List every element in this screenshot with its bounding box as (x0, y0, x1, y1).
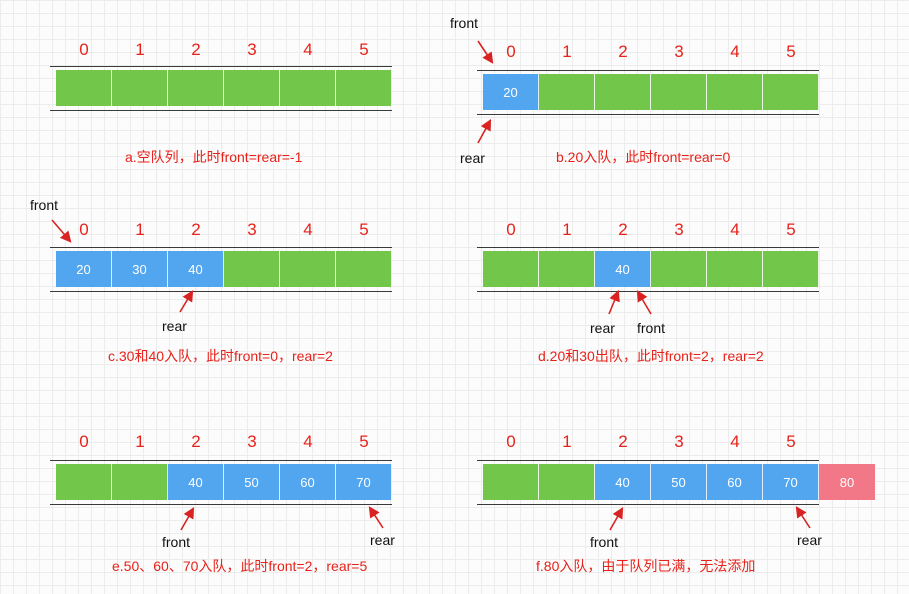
rear-pointer-arrow (179, 290, 194, 313)
rear-pointer-arrow (477, 119, 492, 144)
front-pointer-arrow (609, 507, 624, 531)
rear-pointer-arrow (368, 506, 384, 529)
rear-pointer-arrow (795, 506, 811, 529)
front-pointer-arrow (636, 290, 652, 315)
front-pointer-arrow (180, 507, 195, 531)
front-pointer-arrow (477, 40, 494, 64)
rear-pointer-arrow (608, 289, 620, 315)
front-pointer-arrow (51, 219, 72, 243)
